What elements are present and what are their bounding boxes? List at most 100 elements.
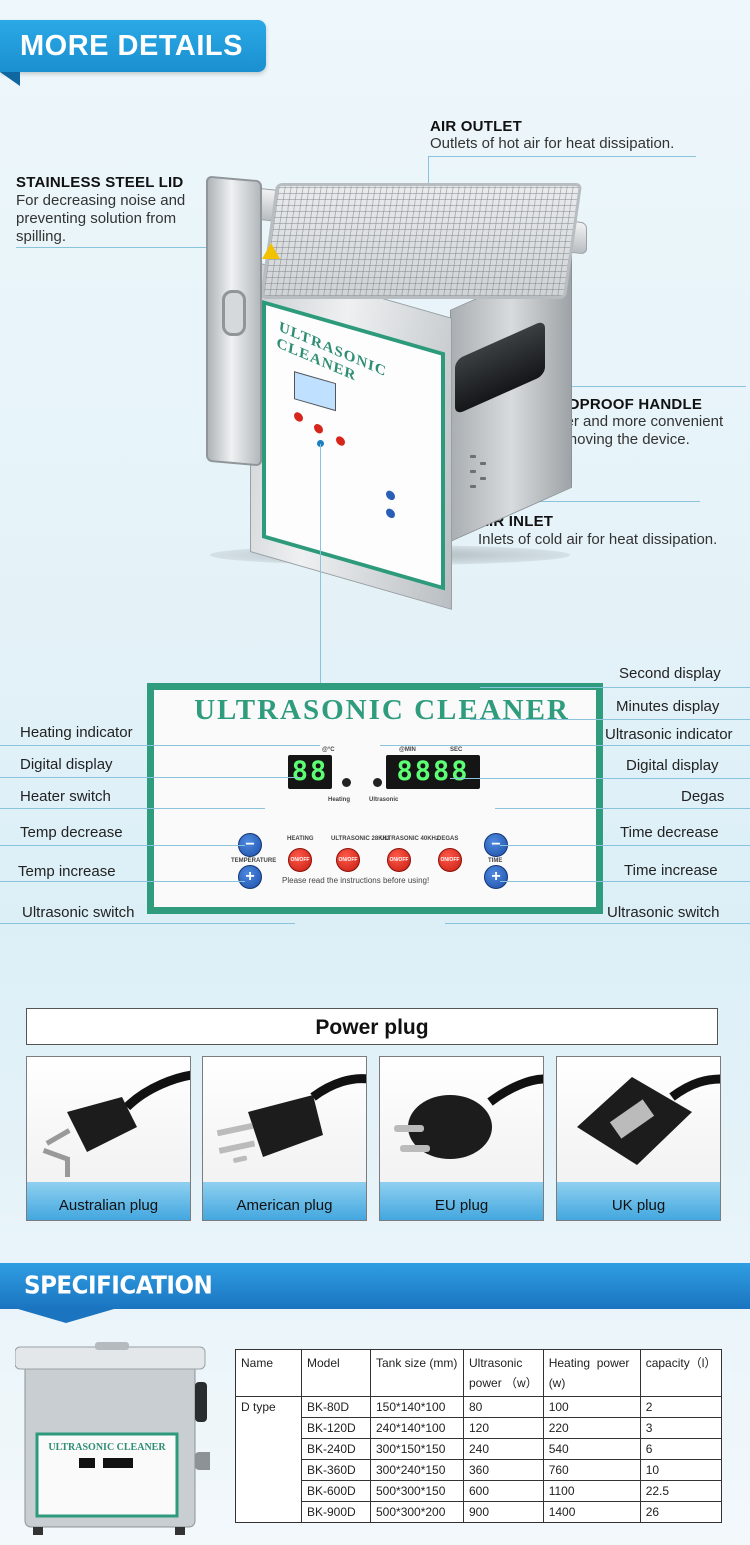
lid-line: [16, 247, 216, 248]
cell-heat: 1100: [542, 1480, 641, 1502]
heating-led-label: Heating: [328, 797, 351, 803]
cell-model: BK-600D: [301, 1480, 371, 1502]
label-second-display: Second display: [619, 665, 721, 682]
us40-btn-label: ULTRASONIC 40KHz: [380, 836, 439, 842]
ribbon-fold: [0, 72, 20, 86]
plug-card-footer: [557, 1182, 720, 1220]
header-tank-size: Tank size (mm): [370, 1349, 464, 1397]
header-model: Model: [301, 1349, 371, 1397]
australian-plug-label: Australian plug: [58, 1197, 159, 1214]
cell-ultra: 120: [463, 1417, 544, 1439]
cell-tank: 300*240*150: [370, 1459, 464, 1481]
header-name: Name: [235, 1349, 302, 1397]
time-label: TIME: [488, 858, 503, 864]
type-name-blank: [235, 1438, 302, 1460]
cell-cap: 6: [639, 1438, 723, 1460]
label-time-decrease: Time decrease: [620, 824, 719, 841]
specification-band: [0, 1263, 750, 1309]
type-name-blank: [235, 1480, 302, 1502]
handle-desc-1: Safer and more convenient: [543, 413, 724, 430]
sec-label: SEC: [450, 747, 463, 753]
heating-btn-label: HEATING: [287, 836, 314, 842]
label-heating-indicator: Heating indicator: [20, 724, 133, 741]
label-temp-increase: Temp increase: [18, 863, 116, 880]
ultrasonic-led-label: Ultrasonic: [369, 797, 399, 803]
cell-cap: 22.5: [639, 1480, 723, 1502]
cell-tank: 500*300*150: [370, 1480, 464, 1502]
panel-connector-line: [320, 444, 321, 684]
cell-model: BK-80D: [301, 1396, 371, 1418]
ultrasonic-28khz-button[interactable]: ON/OFF: [336, 848, 360, 872]
label-ultrasonic-indicator: Ultrasonic indicator: [605, 726, 733, 743]
plug-card-footer: [203, 1182, 366, 1220]
panel-title: ULTRASONIC CLEANER: [194, 694, 570, 726]
line-ultrasonic-switch-right: [445, 923, 750, 924]
specification-tab: [18, 1309, 114, 1323]
type-name: D type: [235, 1396, 302, 1418]
cell-model: BK-900D: [301, 1501, 371, 1523]
line-heater-switch: [0, 808, 265, 809]
line-ultrasonic-indicator: [380, 745, 750, 746]
panel-connector-dot: [317, 440, 324, 447]
air-outlet-line-v: [428, 156, 429, 196]
time-increase-button[interactable]: +: [484, 865, 508, 889]
cell-cap: 26: [639, 1501, 723, 1523]
temp-digital-display: 88: [288, 755, 332, 789]
cell-heat: 1400: [542, 1501, 641, 1523]
plug-card-uk[interactable]: UK plug: [556, 1056, 721, 1221]
american-plug-label: American plug: [236, 1197, 333, 1214]
plug-card-american[interactable]: American plug: [202, 1056, 367, 1221]
cell-tank: 500*300*200: [370, 1501, 464, 1523]
air-inlet-line: [478, 501, 700, 502]
eu-plug-icon: [394, 1074, 543, 1159]
label-ultrasonic-switch-left: Ultrasonic switch: [22, 904, 135, 921]
uk-plug-label: UK plug: [611, 1197, 666, 1214]
plug-card-eu[interactable]: EU plug: [379, 1056, 544, 1221]
plug-card-footer: [27, 1182, 190, 1220]
temperature-label: TEMPERATURE: [231, 858, 277, 864]
vent-slot: [480, 462, 486, 465]
line-minutes-display: [470, 719, 750, 720]
label-time-increase: Time increase: [624, 862, 718, 879]
table-row: BK-240D 300*150*150 240 540 6: [235, 1438, 723, 1460]
degas-btn-label: DEGAS: [437, 836, 459, 842]
control-panel: ULTRASONIC CLEANER @°C @MIN SEC 88 Heati…: [147, 683, 603, 914]
header-capacity: capacity（l）: [639, 1349, 723, 1397]
vent-slot: [470, 485, 476, 488]
table-row: BK-360D 300*240*150 360 760 10: [235, 1459, 723, 1481]
vent-slot: [470, 455, 476, 458]
temp-increase-button[interactable]: +: [238, 865, 262, 889]
degas-button[interactable]: ON/OFF: [438, 848, 462, 872]
label-minutes-display: Minutes display: [616, 698, 720, 715]
vent-slot: [470, 470, 476, 473]
air-inlet-desc: Inlets of cold air for heat dissipation.: [478, 531, 718, 548]
vent-slot: [480, 477, 486, 480]
lid-desc-1: For decreasing noise and: [16, 192, 186, 209]
ultrasonic-40khz-button[interactable]: ON/OFF: [387, 848, 411, 872]
label-digital-display-right: Digital display: [626, 757, 719, 774]
label-heater-switch: Heater switch: [20, 788, 111, 805]
eu-plug-label: EU plug: [434, 1197, 489, 1214]
mesh-basket: [259, 183, 583, 299]
type-name-blank: [235, 1501, 302, 1523]
mini-device-label: ULTRASONIC CLEANER: [48, 1442, 166, 1453]
line-temp-increase: [0, 881, 245, 882]
header-heating-line1: Heating power: [548, 1356, 630, 1370]
plug-card-australian[interactable]: Australian plug: [26, 1056, 191, 1221]
american-plug-icon: [216, 1074, 366, 1163]
heater-switch-button[interactable]: ON/OFF: [288, 848, 312, 872]
handle-line: [510, 386, 746, 387]
cell-ultra: 240: [463, 1438, 544, 1460]
ultrasonic-cleaner-image: ULTRASONIC CLEANER: [15, 1342, 210, 1535]
cell-heat: 760: [542, 1459, 641, 1481]
lid-title: STAINLESS STEEL LID: [16, 174, 184, 191]
table-row: BK-600D 500*300*150 600 1100 22.5: [235, 1480, 723, 1502]
cell-ultra: 600: [463, 1480, 544, 1502]
type-name-blank: [235, 1459, 302, 1481]
line-temp-decrease: [0, 845, 245, 846]
header-heating-power: Heating power(w): [542, 1349, 641, 1397]
handle-title: SKIDPROOF HANDLE: [543, 396, 703, 413]
